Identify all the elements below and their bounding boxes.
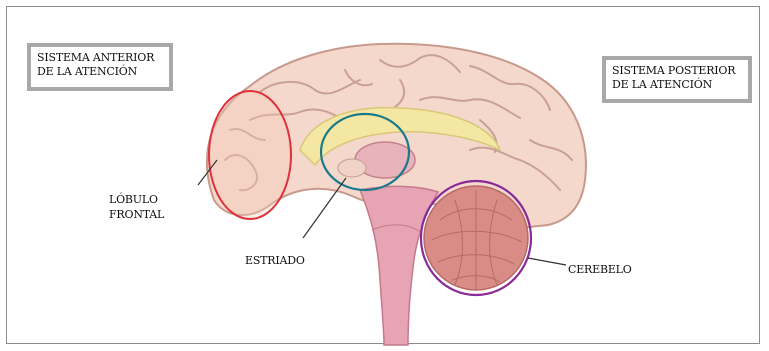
frontal-lobe-circle [209, 91, 291, 219]
cerebelo-leader-line [528, 258, 566, 265]
posterior-box-line2: DE LA ATENCIÓN [612, 78, 742, 92]
anterior-attention-system-box: SISTEMA ANTERIOR DE LA ATENCIÓN [27, 43, 173, 91]
posterior-box-line1: SISTEMA POSTERIOR [612, 64, 742, 78]
cerebellum-label: CEREBELO [568, 262, 632, 277]
striatum-label: ESTRIADO [245, 253, 305, 268]
frontal-lobe-label-line1: LÓBULO [109, 192, 164, 207]
frontal-lobe-label: LÓBULO FRONTAL [109, 192, 164, 222]
anterior-box-line1: SISTEMA ANTERIOR [37, 51, 163, 65]
brainstem [360, 186, 438, 345]
posterior-attention-system-box: SISTEMA POSTERIOR DE LA ATENCIÓN [602, 56, 752, 103]
cerebellum [424, 186, 528, 290]
frontal-lobe-label-line2: FRONTAL [109, 207, 164, 222]
anterior-box-line2: DE LA ATENCIÓN [37, 65, 163, 79]
